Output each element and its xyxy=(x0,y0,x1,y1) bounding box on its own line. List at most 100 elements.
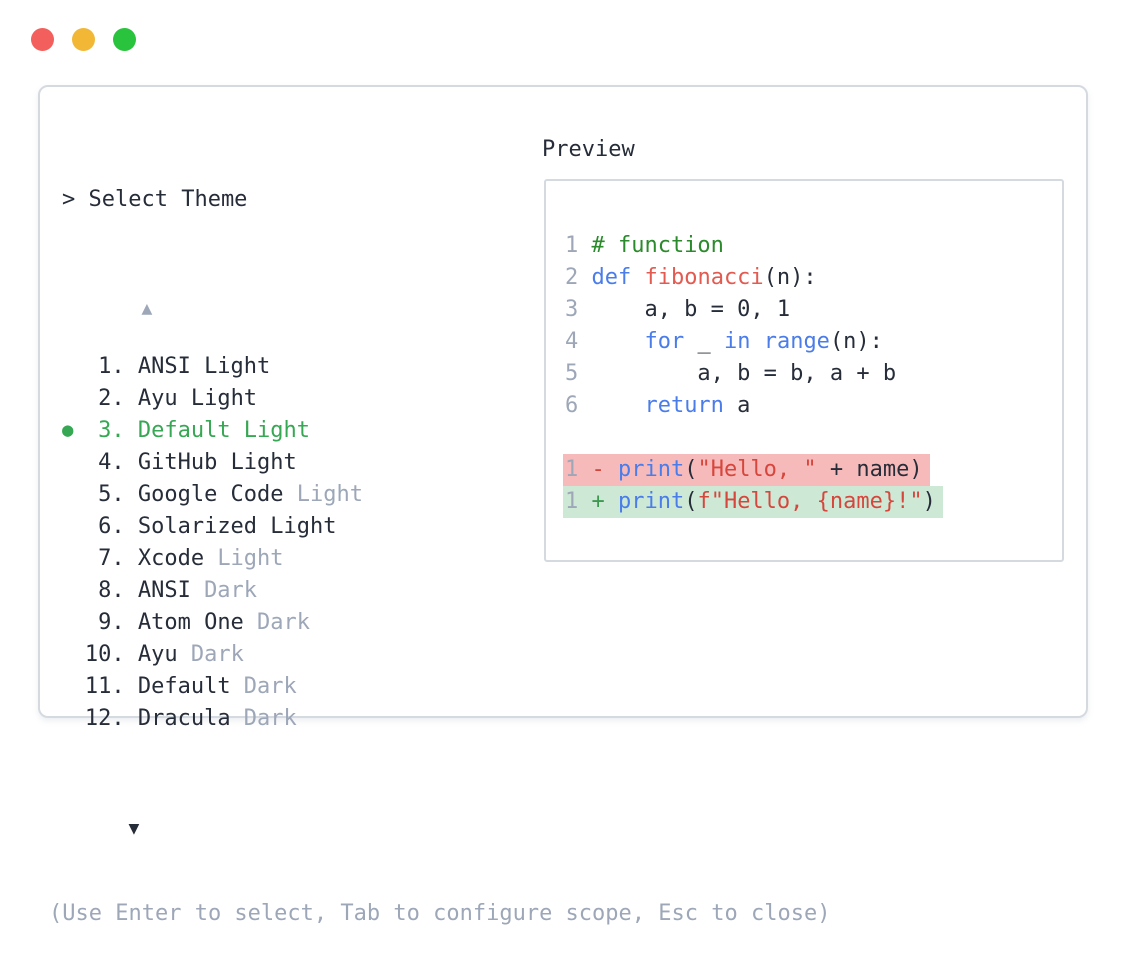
line-number: 6 xyxy=(565,393,579,418)
theme-item-variant: Light xyxy=(190,385,258,411)
select-theme-prompt: > Select Theme xyxy=(62,187,248,212)
code-token: - xyxy=(591,457,618,482)
theme-item-number: 7. xyxy=(98,545,125,571)
code-token: # function xyxy=(591,233,724,258)
code-token: ( xyxy=(684,489,698,514)
line-number: 1 xyxy=(565,489,579,514)
code-line: 3 a, b = 0, 1 xyxy=(565,294,1062,326)
theme-item-variant: Dark xyxy=(243,705,297,731)
help-text: (Use Enter to select, Tab to configure s… xyxy=(49,901,831,926)
scroll-down-icon: ▼ xyxy=(128,818,140,839)
code-token: _ xyxy=(684,329,724,354)
theme-item-variant: Dark xyxy=(190,641,244,667)
code-token: print xyxy=(617,457,685,482)
preview-panel: 1 # function 2 def fibonacci (n): 3 a, b = 0,… xyxy=(544,179,1064,562)
code-token: (n): xyxy=(829,329,883,354)
code-token: for xyxy=(644,329,685,354)
code-token: ( xyxy=(684,457,698,482)
theme-item-number: 1. xyxy=(98,353,125,379)
theme-item-github-light[interactable]: 4. GitHub Light xyxy=(62,446,532,478)
theme-item-ayu-light[interactable]: 2. Ayu Light xyxy=(62,382,532,414)
theme-item-name: Google Code xyxy=(137,481,284,507)
code-line: 4 for _ in range(n): xyxy=(565,326,1062,358)
diff-highlight: 1- print("Hello, " + name) xyxy=(563,454,930,486)
code-line: 1 # function xyxy=(565,230,1062,262)
zoom-button[interactable] xyxy=(113,28,136,51)
line-number: 1 xyxy=(565,457,579,482)
theme-item-dracula-dark[interactable]: 12. Dracula Dark xyxy=(62,702,532,734)
scroll-down-control[interactable]: ▼ xyxy=(49,780,532,839)
theme-item-ansi-light[interactable]: 1. ANSI Light xyxy=(62,350,532,382)
theme-item-name: Default xyxy=(137,417,231,443)
theme-item-variant: Dark xyxy=(257,609,311,635)
theme-item-number: 11. xyxy=(84,673,125,699)
theme-item-number: 2. xyxy=(98,385,125,411)
code-line: 6 return a xyxy=(565,390,1062,422)
code-token: def xyxy=(591,265,632,290)
theme-item-number: 6. xyxy=(98,513,125,539)
theme-item-variant: Light xyxy=(270,513,337,539)
theme-item-number: 4. xyxy=(98,449,125,475)
theme-item-name: GitHub xyxy=(137,449,218,475)
theme-item-variant: Dark xyxy=(243,673,297,699)
minimize-button[interactable] xyxy=(72,28,95,51)
selected-dot-icon: ● xyxy=(62,419,74,441)
line-number: 3 xyxy=(565,297,579,322)
code-token: a xyxy=(723,393,751,418)
diff-removed-line: 1- print("Hello, " + name) xyxy=(563,454,1062,486)
close-button[interactable] xyxy=(31,28,54,51)
line-number: 5 xyxy=(565,361,579,386)
line-number: 2 xyxy=(565,265,579,290)
theme-item-variant: Light xyxy=(230,449,297,475)
theme-item-name: Ayu xyxy=(137,385,178,411)
code-token: + xyxy=(591,489,618,514)
theme-item-default-dark[interactable]: 11. Default Dark xyxy=(62,670,532,702)
code-token: range xyxy=(763,329,830,354)
line-number: 1 xyxy=(565,233,579,258)
diff-highlight: 1+ print(f"Hello, {name}!") xyxy=(563,486,943,518)
code-token xyxy=(631,265,644,290)
theme-item-name: ANSI xyxy=(137,353,191,379)
code-token xyxy=(591,393,644,418)
code-token: fibonacci xyxy=(644,265,764,290)
theme-item-name: Atom One xyxy=(137,609,244,635)
theme-item-number: 3. xyxy=(98,417,125,443)
code-token xyxy=(591,329,644,354)
theme-item-name: Solarized xyxy=(137,513,258,539)
theme-item-number: 5. xyxy=(98,481,125,507)
code-line: 5 a, b = b, a + b xyxy=(565,358,1062,390)
theme-item-name: Dracula xyxy=(137,705,231,731)
theme-item-number: 8. xyxy=(98,577,125,603)
code-token: f"Hello, {name}!" xyxy=(697,489,923,514)
theme-item-ayu-dark[interactable]: 10. Ayu Dark xyxy=(62,638,532,670)
line-number: 4 xyxy=(565,329,579,354)
code-token: a, b = 0, 1 xyxy=(591,297,791,322)
theme-item-variant: Dark xyxy=(204,577,258,603)
scroll-up-control[interactable]: ▲ xyxy=(62,266,532,319)
theme-item-name: ANSI xyxy=(137,577,191,603)
diff-added-line: 1+ print(f"Hello, {name}!") xyxy=(563,486,1062,518)
scroll-up-icon: ▲ xyxy=(141,298,153,319)
theme-item-name: Ayu xyxy=(137,641,178,667)
theme-item-number: 12. xyxy=(84,705,125,731)
theme-item-name: Default xyxy=(137,673,231,699)
code-token xyxy=(750,329,763,354)
code-token: in xyxy=(723,329,751,354)
code-token: return xyxy=(644,393,724,418)
theme-item-variant: Light xyxy=(204,353,271,379)
theme-item-name: Xcode xyxy=(137,545,205,571)
preview-title: Preview xyxy=(542,137,635,162)
theme-item-solarized-light[interactable]: 6. Solarized Light xyxy=(62,510,532,542)
code-token: + name) xyxy=(816,457,923,482)
window-controls xyxy=(31,28,136,51)
theme-item-ansi-dark[interactable]: 8. ANSI Dark xyxy=(62,574,532,606)
theme-item-number: 10. xyxy=(84,641,125,667)
